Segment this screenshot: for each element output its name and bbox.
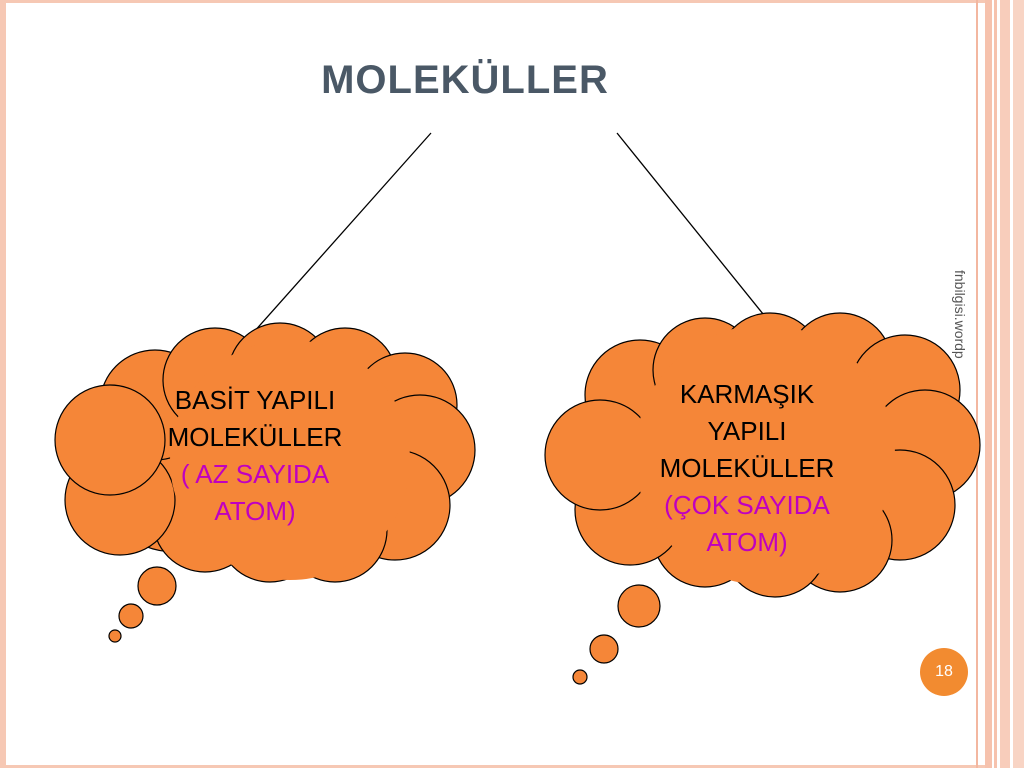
right-cloud-text: KARMAŞIK YAPILI MOLEKÜLLER (ÇOK SAYIDA A…	[617, 376, 877, 561]
connector-left-line	[244, 132, 432, 343]
left-cloud-line-2: MOLEKÜLLER	[167, 422, 343, 452]
left-cloud-shape	[54, 322, 476, 643]
slide-title: MOLEKÜLLER	[321, 58, 609, 102]
frame-bottom-border	[0, 765, 990, 768]
right-cloud-line-2: YAPILI	[707, 416, 787, 446]
left-cloud-text: BASİT YAPILI MOLEKÜLLER ( AZ SAYIDA ATOM…	[130, 382, 380, 530]
watermark-text: fnbilgisi.wordp	[952, 270, 968, 359]
left-cloud-line-3: ( AZ SAYIDA	[180, 459, 330, 489]
frame-top-border	[0, 0, 990, 3]
right-cloud-line-4: (ÇOK SAYIDA	[664, 490, 830, 520]
frame-right-line	[976, 0, 978, 768]
right-cloud-line-3: MOLEKÜLLER	[659, 453, 835, 483]
left-cloud-line-4: ATOM)	[214, 496, 296, 526]
left-cloud-line-1: BASİT YAPILI	[174, 385, 336, 415]
right-cloud-line-1: KARMAŞIK	[679, 379, 815, 409]
right-cloud-shape	[544, 312, 981, 685]
right-cloud-line-5: ATOM)	[706, 527, 788, 557]
frame-left-border	[0, 0, 6, 768]
page-number-badge: 18	[920, 648, 968, 696]
right-decorative-stripes	[985, 0, 1024, 768]
connector-right-line	[616, 132, 781, 336]
